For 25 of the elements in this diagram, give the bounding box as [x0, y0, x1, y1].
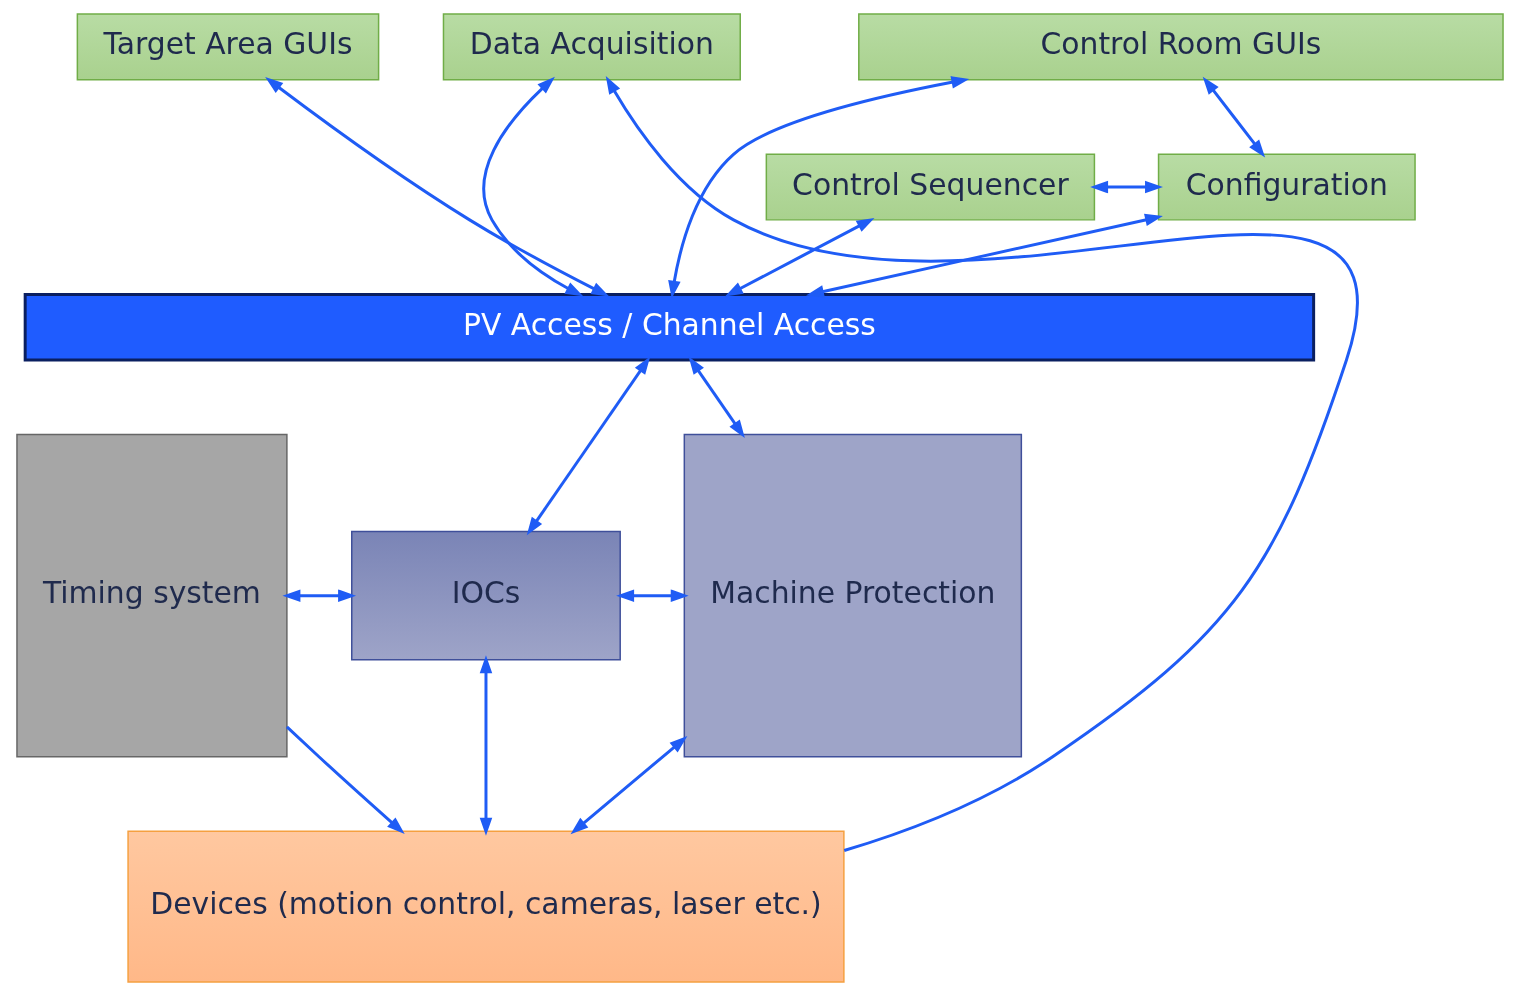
node-box: Target Area GUIs	[76, 13, 379, 81]
arrow	[724, 217, 874, 297]
arrow	[570, 736, 687, 835]
node-box: PV Access / Channel Access	[23, 292, 1315, 362]
arrow	[285, 725, 405, 834]
node-box: Control Sequencer	[765, 153, 1095, 221]
node-box: Configuration	[1157, 153, 1416, 221]
arrow	[481, 76, 583, 297]
node-box: IOCs	[350, 530, 621, 661]
arrow	[1089, 180, 1163, 194]
arrow	[1202, 76, 1265, 158]
arrow	[526, 356, 650, 536]
arrow	[264, 77, 609, 297]
node-box: Devices (motion control, cameras, laser etc.)	[126, 830, 845, 983]
arrow	[667, 76, 969, 299]
arrow	[688, 356, 745, 438]
arrow	[805, 213, 1163, 298]
node-box: Machine Protection	[683, 433, 1022, 758]
arrow	[281, 589, 356, 602]
arrow	[605, 76, 1359, 852]
arrow	[615, 589, 689, 602]
node-box: Timing system	[15, 433, 288, 758]
node-box: Control Room GUIs	[857, 13, 1504, 81]
arrow	[479, 655, 492, 836]
node-box: Data Acquisition	[442, 13, 741, 81]
